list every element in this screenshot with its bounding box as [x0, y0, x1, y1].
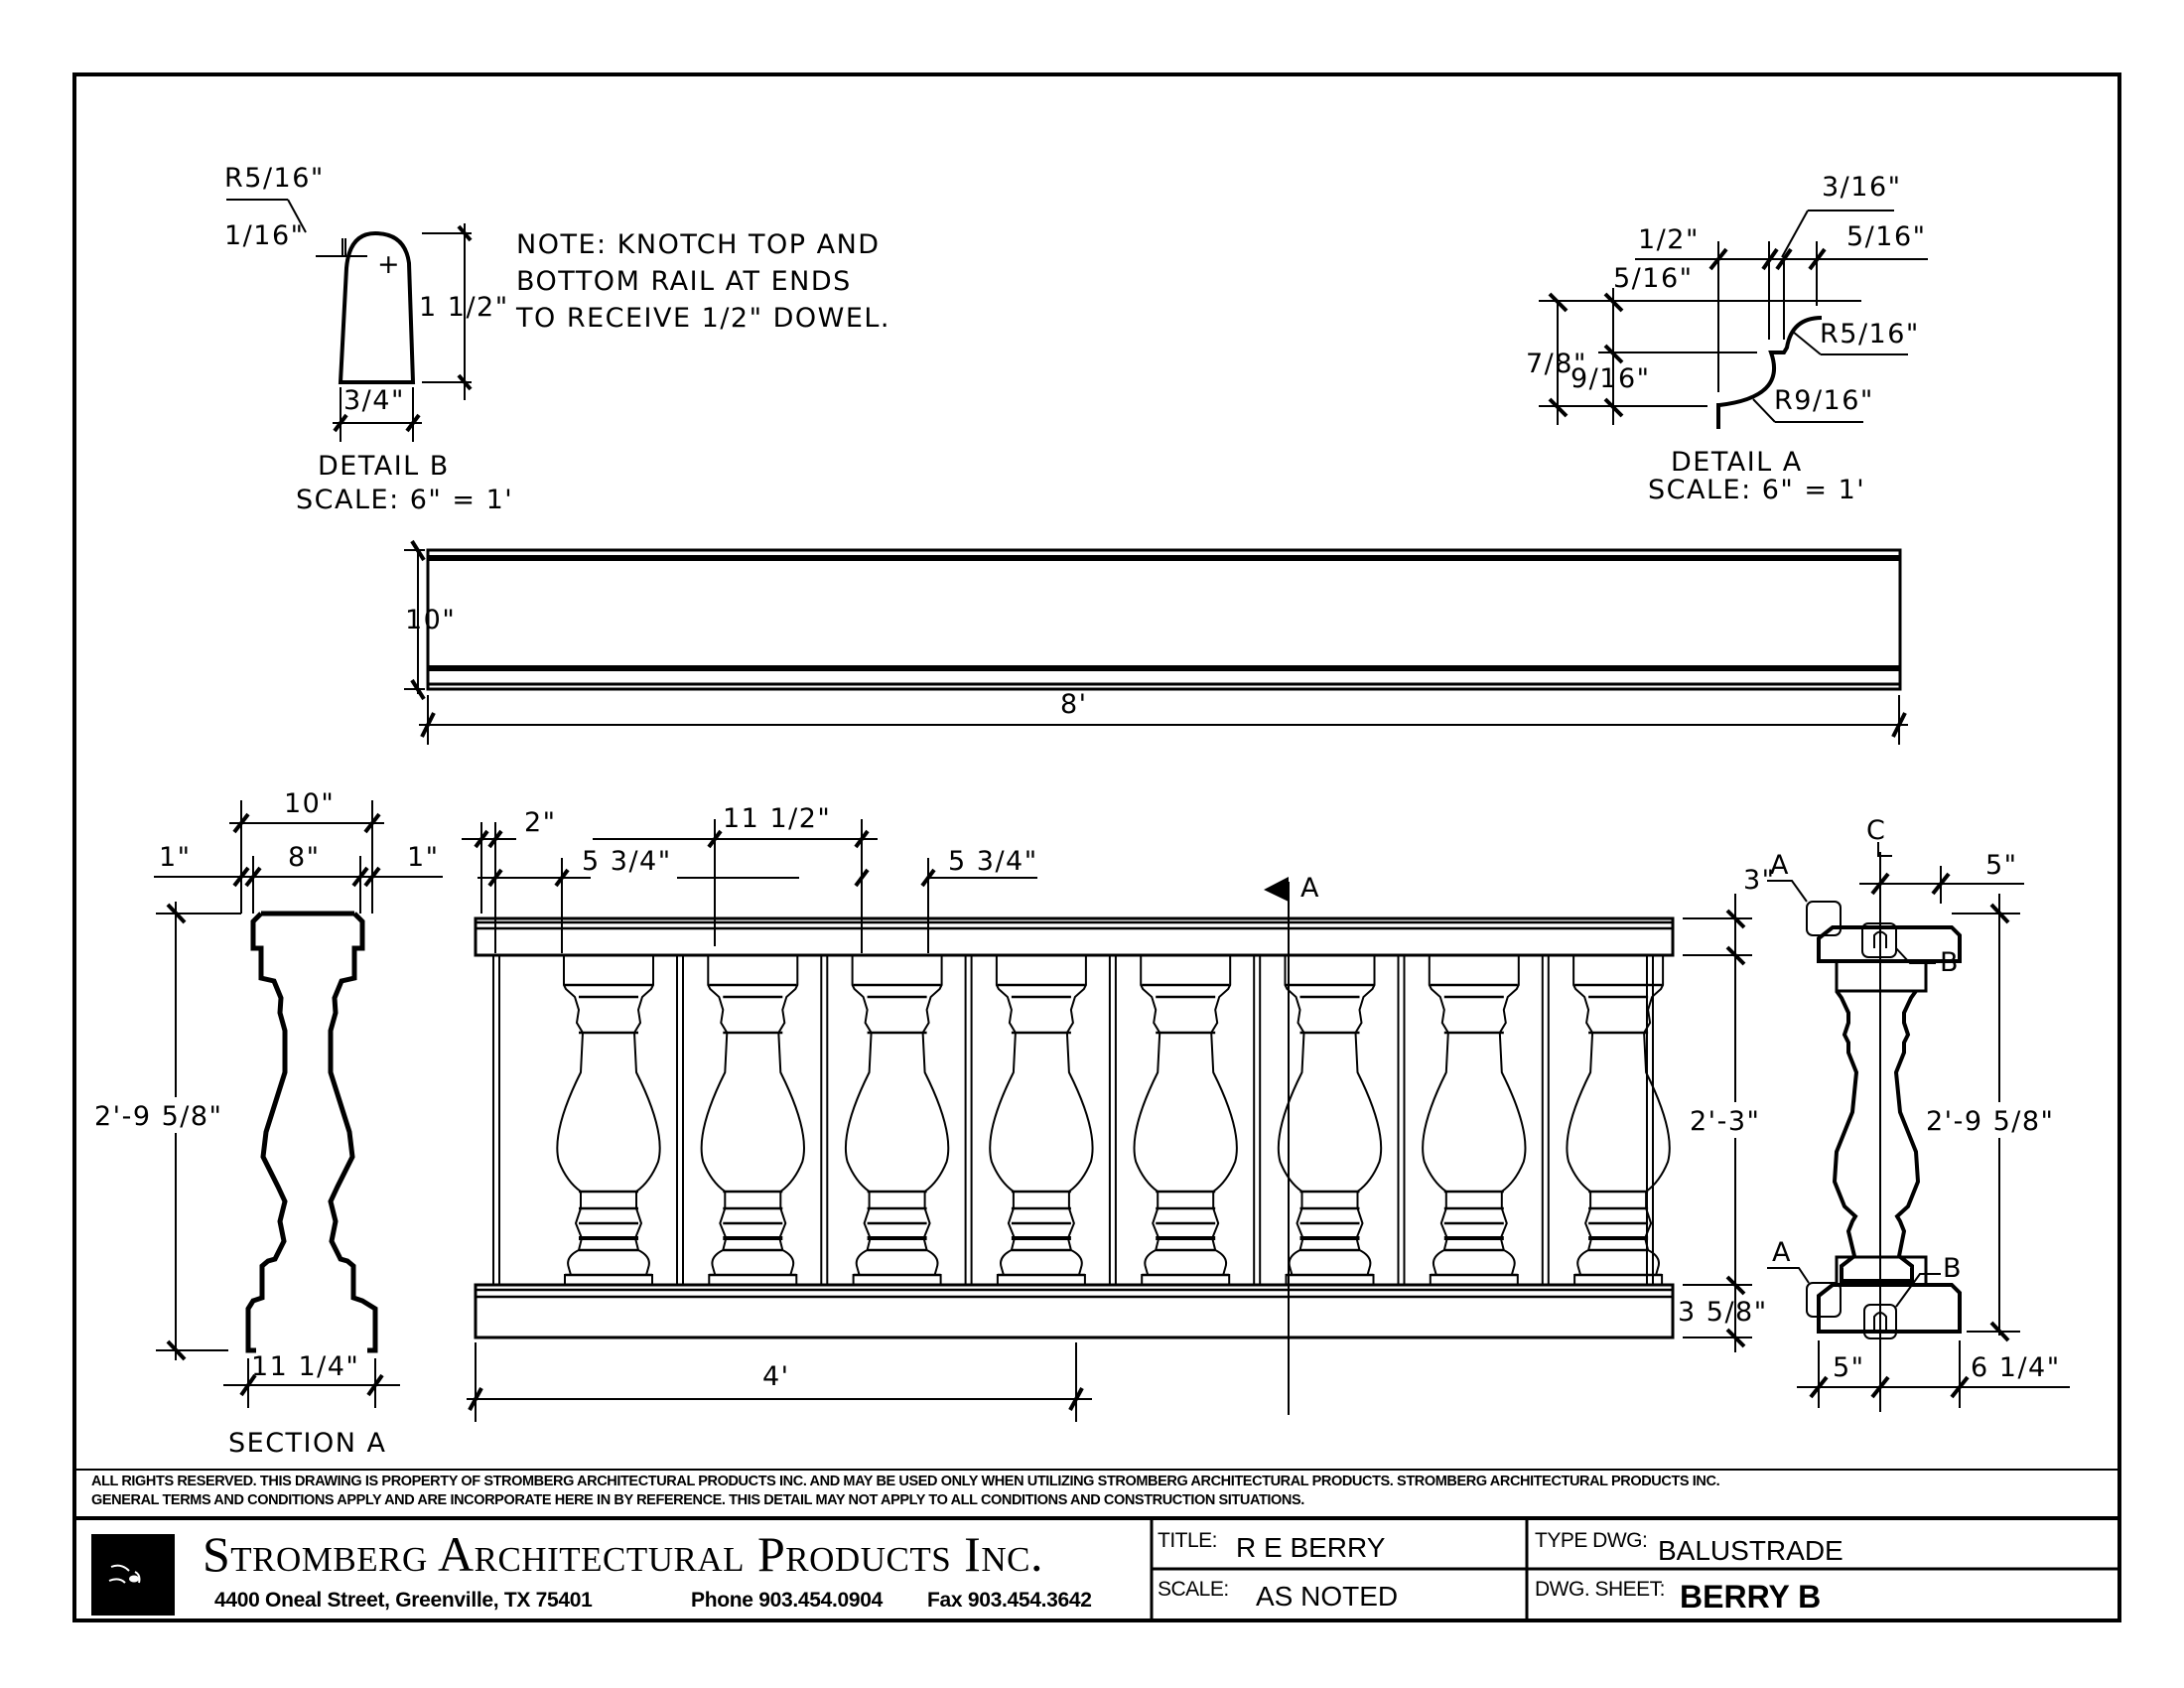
baluster-group — [556, 955, 1671, 1285]
company-address: 4400 Oneal Street, Greenville, TX 75401 — [214, 1589, 593, 1612]
detail-b-height: 1 1/2" — [419, 292, 509, 323]
section-a-overall-width: 10" — [284, 788, 335, 819]
side-baluster-profile — [1832, 989, 1921, 1283]
rail-plan-outline — [426, 548, 1902, 691]
detail-b-offset: 1/16" — [224, 220, 305, 251]
dwg-sheet-label: DWG. SHEET: — [1535, 1578, 1666, 1601]
section-a-left-offset: 1" — [159, 842, 192, 873]
section-a-height: 2'-9 5/8" — [94, 1101, 222, 1132]
sheet-border — [72, 72, 2121, 1622]
svg-text:C: C — [1866, 815, 1886, 846]
baluster-outline — [700, 955, 805, 1285]
section-a: 10" 8" 1" 1" 2'-9 5/8" 11 1/4" SECTION A — [91, 788, 443, 1459]
dim-spacing-2: 5 3/4" — [948, 846, 1038, 877]
dim-spacing-1: 5 3/4" — [582, 846, 672, 877]
detail-a-dim-7-8: 7/8" — [1526, 349, 1587, 379]
baluster — [700, 955, 805, 1285]
side-bottom-base — [1817, 1283, 1962, 1334]
scale-label: SCALE: — [1158, 1578, 1229, 1601]
type-dwg-label: TYPE DWG: — [1535, 1529, 1648, 1552]
detail-b-radius: R5/16" — [224, 163, 325, 194]
side-bottom-half-width: 5" — [1833, 1352, 1865, 1383]
divider-group — [676, 955, 1550, 1285]
detail-a-radius-9-16: R9/16" — [1774, 385, 1874, 416]
baluster — [1566, 955, 1671, 1285]
side-callout-a-bottom: A — [1772, 1237, 1792, 1268]
note-line-2: BOTTOM RAIL AT ENDS — [516, 266, 852, 297]
side-top-cap — [1817, 925, 1962, 963]
bottom-rail-height-dim: 3 5/8" — [1678, 1297, 1768, 1328]
svg-text:+: + — [377, 249, 401, 280]
baluster-outline — [844, 955, 950, 1285]
baluster-outline — [556, 955, 661, 1285]
section-arrow-icon — [1264, 877, 1289, 902]
scale-value: AS NOTED — [1256, 1581, 1399, 1612]
detail-b-scale: SCALE: 6" = 1' — [296, 485, 513, 515]
side-height: 2'-9 5/8" — [1926, 1106, 2054, 1137]
title-value: R E BERRY — [1236, 1532, 1386, 1563]
dwg-sheet-value: BERRY B — [1680, 1579, 1822, 1615]
baluster-outline — [1566, 955, 1671, 1285]
section-marker-label: A — [1300, 873, 1320, 904]
side-top-half-width: 5" — [1985, 850, 2018, 881]
side-callout-a-top: A — [1770, 850, 1790, 881]
baluster-outline — [1422, 955, 1527, 1285]
detail-a: 3/16" 1/2" 5/16" 5/16" 7/8" 9/16" R5/16"… — [1526, 172, 1928, 505]
detail-a-dim-5-16-right: 5/16" — [1846, 221, 1927, 252]
logo-mark-icon — [108, 1564, 141, 1584]
baluster — [556, 955, 661, 1285]
dim-end-2in: 2" — [524, 807, 557, 838]
note-line-3: TO RECEIVE 1/2" DOWEL. — [515, 303, 890, 334]
detail-b-title: DETAIL B — [318, 451, 450, 482]
side-callout-b-top: B — [1940, 947, 1960, 978]
baluster-outline — [1277, 955, 1383, 1285]
detail-a-dim-3-16: 3/16" — [1822, 172, 1902, 203]
baluster-outline — [989, 955, 1094, 1285]
baluster — [1133, 955, 1238, 1285]
company-name: Stromberg Architectural Products Inc. — [203, 1526, 1043, 1582]
section-a-base-width: 11 1/4" — [251, 1351, 359, 1382]
rail-plan: 10" 8' — [404, 539, 1908, 745]
detail-b-width: 3/4" — [343, 385, 405, 416]
section-a-title: SECTION A — [228, 1428, 387, 1459]
title-label: TITLE: — [1158, 1529, 1218, 1552]
company-logo — [91, 1534, 175, 1616]
detail-a-dim-1-2: 1/2" — [1638, 224, 1700, 255]
note-line-1: NOTE: KNOTCH TOP AND — [516, 229, 881, 260]
rail-plan-height: 10" — [405, 605, 456, 635]
section-a-inner-width: 8" — [288, 842, 321, 873]
detail-a-title: DETAIL A — [1671, 447, 1803, 478]
type-dwg-value: BALUSTRADE — [1658, 1535, 1843, 1566]
balustrade-elevation: A 2" 5 3/4" 11 1/2" 5 3/4" — [462, 803, 1785, 1422]
legal-line-1: ALL RIGHTS RESERVED. THIS DRAWING IS PRO… — [91, 1474, 1720, 1489]
baluster — [989, 955, 1094, 1285]
baluster-outline — [1133, 955, 1238, 1285]
bottom-rail — [474, 1283, 1675, 1339]
top-rail — [474, 916, 1675, 957]
detail-b: + R5/16" 1/16" 1 1/2" 3/4" DETAIL B SCAL… — [224, 163, 513, 515]
detail-a-dim-5-16-left: 5/16" — [1613, 263, 1694, 294]
baluster — [844, 955, 950, 1285]
detail-a-dim-9-16: 9/16" — [1570, 363, 1651, 394]
side-bottom-other: 6 1/4" — [1971, 1352, 2061, 1383]
half-length-dim: 4' — [762, 1361, 790, 1392]
baluster — [1277, 955, 1383, 1285]
detail-b-profile — [338, 230, 416, 384]
dim-on-center: 11 1/2" — [723, 803, 831, 834]
side-callout-b-bottom: B — [1943, 1253, 1963, 1284]
legal-line-2: GENERAL TERMS AND CONDITIONS APPLY AND A… — [91, 1492, 1304, 1508]
company-phone: Phone 903.454.0904 — [691, 1589, 884, 1612]
detail-a-profile — [1716, 316, 1823, 429]
detail-a-radius-5-16: R5/16" — [1820, 319, 1920, 350]
baluster-height-dim: 2'-3" — [1690, 1106, 1760, 1137]
section-a-right-offset: 1" — [407, 842, 440, 873]
detail-a-scale: SCALE: 6" = 1' — [1648, 475, 1865, 505]
side-view: A B A B C 5" 2'-9 5/8" 5" 6 1/4" — [1767, 815, 2095, 1412]
centerline-icon — [1877, 842, 1892, 857]
note-block: NOTE: KNOTCH TOP AND BOTTOM RAIL AT ENDS… — [515, 229, 890, 334]
baluster — [1422, 955, 1527, 1285]
rail-plan-length: 8' — [1060, 689, 1088, 720]
company-fax: Fax 903.454.3642 — [927, 1589, 1092, 1612]
section-a-profile — [245, 911, 378, 1353]
